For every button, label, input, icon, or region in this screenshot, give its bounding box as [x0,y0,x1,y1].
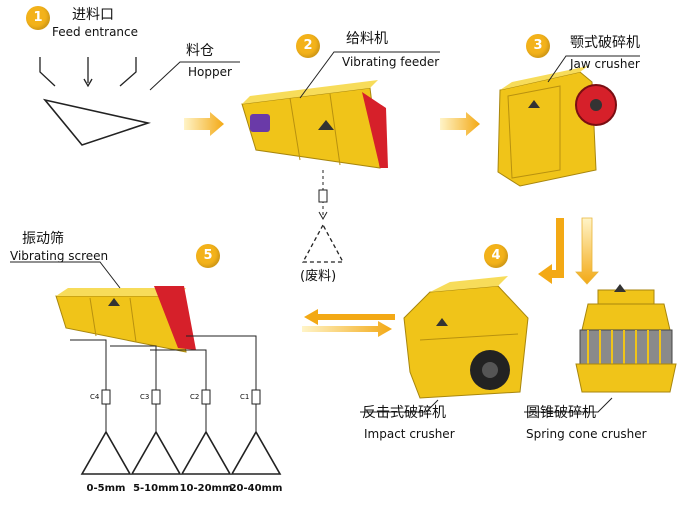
impact-crusher-en: Impact crusher [364,427,455,441]
flow-arrow-jaw-to-cone [575,217,599,285]
jaw-leader [547,55,640,83]
vibrating-screen-machine [55,286,196,353]
vibrating-feeder-machine [241,80,388,169]
hopper-leader [149,61,240,91]
vibrating-feeder-en: Vibrating feeder [342,55,440,69]
output-size-c4: 0-5mm [86,483,126,494]
feeder-leader [299,51,440,99]
impact-crusher-cn: 反击式破碎机 [362,405,446,421]
output-pile-c3 [130,430,182,475]
vibrating-feeder-cn: 给料机 [346,31,388,47]
step-2-badge: 2 [296,34,320,58]
output-code-c3: C3 [140,393,150,401]
output-code-c2: C2 [190,393,200,401]
vibrating-screen-en: Vibrating screen [10,249,109,263]
output-size-c2: 10-20mm [179,483,233,494]
jaw-crusher-en: Jaw crusher [570,57,640,71]
cone-crusher-cn: 圆锥破碎机 [526,405,596,421]
jaw-crusher-machine [497,66,617,187]
flow-arrow-hopper-to-feeder [184,112,224,136]
screen-leader [10,261,121,289]
output-size-c1: 20-40mm [229,483,283,494]
output-pile-c2 [180,430,232,475]
hopper-shape [42,98,151,146]
output-code-c1: C1 [240,393,250,401]
cone-crusher-en: Spring cone crusher [526,427,647,441]
hopper-en: Hopper [188,65,232,79]
output-branch-lines [70,335,261,472]
output-pile-c4 [80,430,132,475]
impact-leader [360,399,439,413]
flow-arrow-feeder-to-jaw [440,112,480,136]
step-4-badge: 4 [484,244,508,268]
output-size-c3: 5-10mm [133,483,179,494]
impact-crusher-machine [403,276,529,399]
flow-arrow-screen-to-impact [302,321,392,337]
output-pile-c1 [230,430,282,475]
step-1-badge: 1 [26,6,50,30]
flow-arrow-impact-to-screen [304,309,395,325]
feed-entrance-cn: 进料口 [72,7,114,23]
step-5-badge: 5 [196,244,220,268]
jaw-crusher-cn: 颚式破碎机 [570,35,640,51]
output-code-c4: C4 [90,393,100,401]
waste-label: (废料) [300,269,337,284]
waste-path [301,170,345,263]
hopper-cn: 料仓 [186,43,214,59]
cone-leader [524,397,613,413]
vibrating-screen-cn: 振动筛 [22,231,64,247]
flow-arrow-jaw-to-impact [538,218,564,284]
step-3-badge: 3 [526,34,550,58]
cone-crusher-machine [575,284,677,393]
feed-entrance-en: Feed entrance [52,25,139,39]
feed-entrance-arrows [39,57,137,88]
